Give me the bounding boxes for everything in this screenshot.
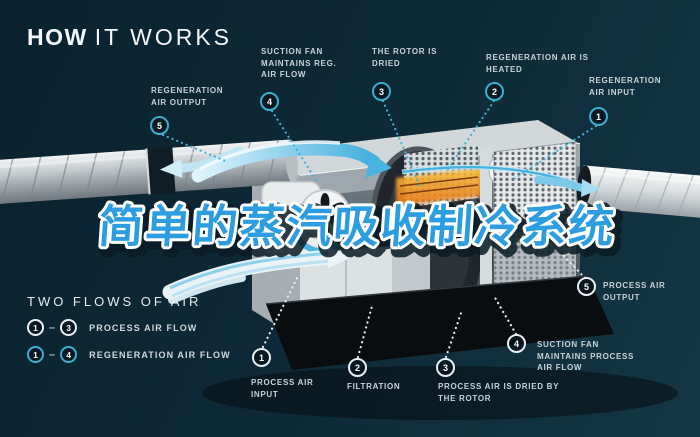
callout-number-text: 5 — [583, 281, 589, 292]
callout-number-regeneration-3: 3 — [372, 82, 391, 101]
legend-row-process: 1 – 3 PROCESS AIR FLOW — [27, 319, 231, 336]
legend-circle-regeneration-from: 1 — [27, 346, 44, 363]
regeneration-heater-glow — [396, 168, 482, 206]
callout-label-rotor-dried: THE ROTOR IS DRIED — [372, 47, 438, 68]
callout-number-text: 2 — [491, 86, 497, 97]
callout-number-text: 3 — [378, 86, 384, 97]
callout-label-regeneration-output: REGENERATION AIR OUTPUT — [151, 86, 224, 107]
legend-title: TWO FLOWS OF AIR — [27, 294, 202, 309]
leader-regeneration-1 — [510, 124, 598, 182]
left-spiral-duct — [0, 139, 298, 205]
leader-regeneration-5 — [161, 133, 230, 164]
callout-number-text: 1 — [595, 111, 601, 122]
legend-label-process: PROCESS AIR FLOW — [89, 322, 198, 333]
regeneration-input-arrow — [534, 176, 586, 192]
legend-number-text: 1 — [33, 322, 38, 333]
callout-number-regeneration-1: 1 — [589, 107, 608, 126]
right-chamber-grid-upper-texture — [494, 142, 576, 224]
callout-number-text: 4 — [266, 96, 272, 107]
callout-number-process-2: 2 — [348, 358, 367, 377]
legend-circle-process-from: 1 — [27, 319, 44, 336]
callout-number-process-1: 1 — [252, 348, 271, 367]
callout-number-process-5: 5 — [577, 277, 596, 296]
callout-number-text: 2 — [354, 362, 360, 373]
regeneration-output-arrowhead — [159, 159, 183, 179]
callout-number-text: 3 — [442, 362, 448, 373]
callout-label-regeneration-input: REGENERATION AIR INPUT — [589, 76, 662, 97]
page-title-primary: HOW — [27, 24, 88, 50]
overlay-title-text: 简单的蒸汽吸收制冷系统 — [97, 201, 617, 252]
callout-number-regeneration-5: 5 — [150, 116, 169, 135]
callout-label-process-input: PROCESS AIR INPUT — [251, 378, 314, 399]
regeneration-air-sweep-arrow — [191, 140, 392, 183]
callout-number-text: 5 — [156, 120, 162, 131]
regeneration-input-arrowhead — [581, 179, 600, 197]
regeneration-air-sweep-arrowhead — [366, 152, 392, 178]
fan-blades-icon — [305, 193, 345, 237]
left-duct-opening-edge — [145, 148, 151, 195]
leader-regeneration-4 — [270, 109, 318, 182]
legend-label-regeneration: REGENERATION AIR FLOW — [89, 349, 231, 360]
leader-regeneration-2 — [444, 99, 496, 174]
callout-label-regeneration-suction-fan: SUCTION FAN MAINTAINS REG. AIR FLOW — [261, 47, 337, 80]
legend-number-text: 1 — [33, 349, 38, 360]
callout-number-regeneration-4: 4 — [260, 92, 279, 111]
legend-number-text: 4 — [66, 349, 71, 360]
left-duct-opening — [146, 146, 176, 195]
leader-lines — [161, 99, 598, 359]
legend-circle-process-to: 3 — [60, 319, 78, 336]
callout-label-process-suction-fan: SUCTION FAN MAINTAINS PROCESS AIR FLOW — [537, 340, 635, 373]
leader-process-5 — [560, 252, 587, 280]
callout-number-process-4: 4 — [507, 334, 526, 353]
heater-coils — [399, 176, 479, 195]
overlay-title: 简单的蒸汽吸收制冷系统 简单的蒸汽吸收制冷系统 — [94, 198, 627, 263]
legend-row-regeneration: 1 – 4 REGENERATION AIR FLOW — [27, 346, 231, 363]
callout-number-text: 1 — [258, 352, 264, 363]
floor-shadow — [202, 366, 678, 420]
callout-number-regeneration-2: 2 — [485, 82, 504, 101]
callout-label-process-dried: PROCESS AIR IS DRIED BY THE ROTOR — [438, 382, 560, 403]
callout-label-process-output: PROCESS AIR OUTPUT — [603, 281, 666, 302]
interior-divider-wall — [480, 146, 492, 303]
leader-process-3 — [444, 308, 464, 359]
leader-regeneration-3 — [381, 99, 422, 188]
callout-label-filtration: FILTRATION — [347, 382, 401, 391]
legend-circle-regeneration-to: 4 — [60, 346, 78, 363]
legend-number-text: 3 — [66, 322, 71, 333]
process-air-intake-arrowhead — [328, 247, 352, 268]
leader-process-4 — [492, 294, 518, 336]
legend-range-dash: – — [49, 321, 56, 334]
right-duct-highlight — [583, 170, 700, 185]
callout-label-regeneration-heated: REGENERATION AIR IS HEATED — [486, 53, 589, 74]
legend-range-dash: – — [49, 348, 56, 361]
callout-number-text: 4 — [513, 338, 519, 349]
leader-process-1 — [261, 274, 300, 349]
process-air-intake-arrow — [162, 247, 352, 304]
machine-base-edge — [265, 275, 589, 305]
callout-number-process-3: 3 — [436, 358, 455, 377]
page-title-secondary: IT WORKS — [94, 24, 233, 50]
right-duct-body — [580, 165, 700, 219]
overlay-title-shadow: 简单的蒸汽吸收制冷系统 — [100, 206, 620, 257]
leader-process-2 — [356, 304, 374, 359]
machine-base — [266, 276, 614, 370]
legend: TWO FLOWS OF AIR 1 – 3 PROCESS AIR FLOW … — [27, 294, 231, 363]
right-duct-spiral-seams — [589, 167, 695, 217]
